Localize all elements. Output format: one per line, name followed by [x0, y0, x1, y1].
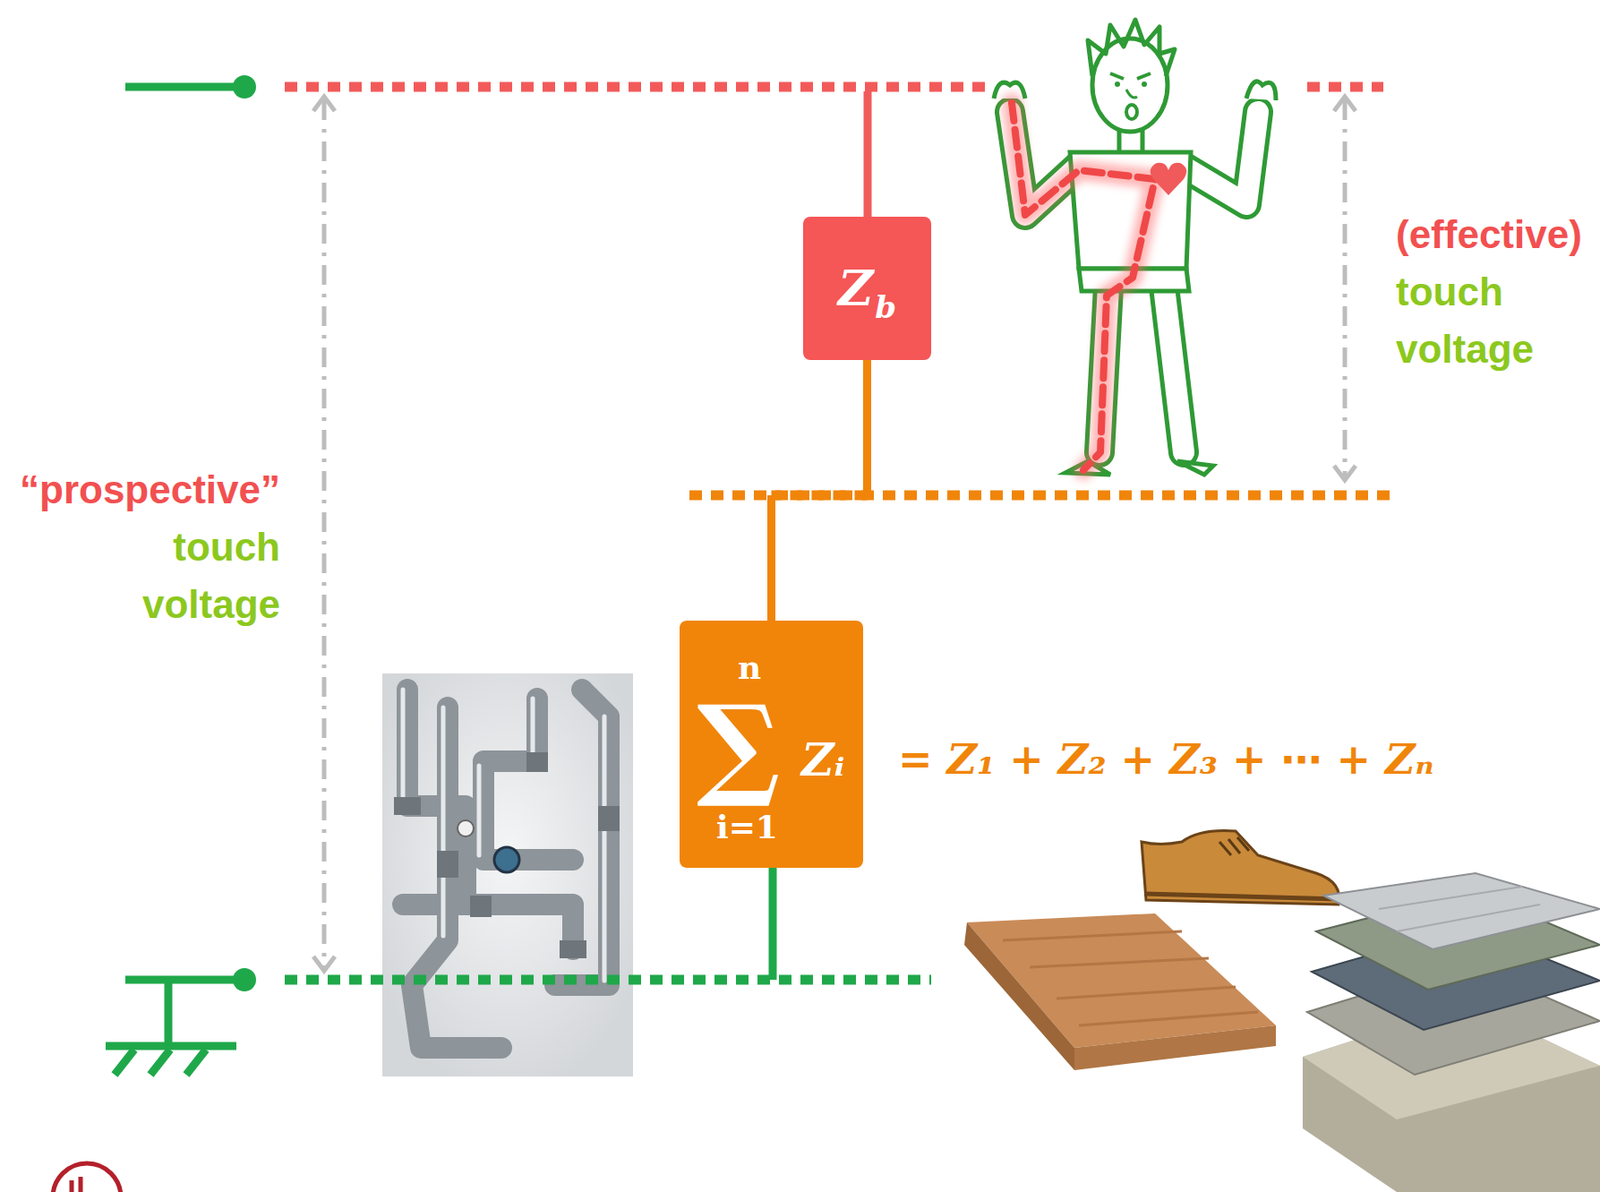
floor-layers-picture	[1302, 872, 1600, 1192]
sum-formula-text: ∑	[696, 690, 780, 802]
logo-mark	[52, 1163, 121, 1192]
sum-formula-text: n	[737, 650, 762, 684]
wiring	[125, 75, 1397, 992]
subscript-text: b	[874, 289, 897, 326]
wood-board-picture	[1002, 931, 1258, 1026]
connector-segment	[767, 495, 776, 621]
pipes-picture	[441, 707, 446, 936]
floor-layers-picture	[1378, 886, 1541, 932]
person-figure	[1126, 104, 1138, 120]
pipes-picture	[382, 673, 634, 1077]
pipes-picture	[477, 765, 482, 856]
shoe-picture	[1219, 837, 1250, 856]
person-figure	[1087, 19, 1175, 77]
person-figure	[1011, 102, 1156, 471]
shoe-picture	[1141, 830, 1340, 906]
voltage-arrow	[1334, 465, 1356, 480]
pipes-picture	[598, 805, 620, 831]
ground-symbol	[164, 979, 173, 1046]
wiring	[689, 490, 1397, 501]
person-figure	[1246, 81, 1276, 101]
voltage-arrow	[313, 96, 1356, 971]
wood-board-picture	[964, 913, 1276, 1070]
person-figure	[1150, 162, 1187, 196]
person-figure	[1126, 89, 1138, 98]
pipes-picture	[602, 716, 608, 981]
pipes-picture	[393, 796, 421, 815]
wood-board-picture	[964, 922, 1075, 1070]
wiring	[284, 82, 994, 93]
voltage-arrow	[1334, 96, 1356, 112]
sum-formula-text: Zᵢ	[801, 737, 845, 783]
pipes-picture	[457, 820, 474, 837]
pipes-picture	[401, 689, 406, 802]
pipes-picture	[436, 850, 459, 878]
ground-symbol	[105, 1042, 237, 1051]
ground-symbol	[114, 1049, 135, 1075]
pipes-picture	[530, 698, 536, 757]
voltage-kind-label: (effective)	[1395, 205, 1583, 264]
wiring	[125, 83, 245, 92]
connector	[771, 359, 868, 621]
person-figure	[1163, 286, 1184, 453]
wood-board-picture	[1074, 1025, 1276, 1070]
pipes-picture	[470, 895, 492, 917]
wiring	[232, 967, 257, 992]
wiring	[769, 867, 778, 980]
pipes-picture	[526, 752, 548, 772]
pipes-picture	[382, 673, 634, 1077]
person-figure	[1141, 81, 1147, 87]
wiring	[232, 75, 257, 99]
voltage-arrow	[313, 96, 335, 112]
impedance-box: Zb	[803, 216, 932, 360]
logo-mark	[52, 1163, 121, 1192]
voltage-arrow	[322, 100, 327, 967]
person-figure	[1181, 111, 1258, 205]
shoe-picture	[1144, 893, 1340, 899]
connector-segment	[863, 359, 872, 496]
pipes-picture	[494, 847, 520, 873]
voltage-kind-label: “prospective”	[19, 461, 281, 519]
box-label: Zb	[838, 259, 897, 317]
pipes-picture	[555, 689, 609, 985]
symbol-text: Z	[838, 259, 873, 317]
floor-layers-picture	[1323, 872, 1600, 950]
voltage-arrow	[313, 956, 335, 971]
connector-segment	[771, 490, 868, 501]
logo-mark	[71, 1176, 81, 1192]
person-figure	[1163, 286, 1184, 453]
label-group: “prospective”touch voltage	[19, 461, 281, 634]
label-group: (effective)touch voltage	[1395, 205, 1583, 378]
person-figure	[1114, 81, 1121, 87]
pipes-picture	[402, 689, 605, 981]
pipes-picture	[483, 698, 574, 860]
ground-symbol	[186, 1049, 206, 1075]
voltage-label: touch voltage	[123, 518, 281, 634]
person-figure	[1011, 102, 1156, 471]
wiring	[864, 91, 873, 217]
wiring	[1307, 82, 1384, 93]
shoe-picture	[1141, 830, 1340, 906]
pipes-picture	[393, 752, 620, 959]
ground-symbol	[105, 979, 237, 1075]
person-figure	[1110, 73, 1151, 79]
person-figure	[1181, 111, 1258, 205]
wiring	[284, 975, 932, 985]
wiring	[125, 975, 245, 984]
pipes-picture	[402, 689, 609, 1048]
ground-symbol	[150, 1049, 171, 1075]
person-figure	[993, 19, 1276, 475]
sum-formula-text: i=1	[716, 810, 779, 843]
pipes-picture	[559, 940, 587, 959]
sum-expansion: = Z₁ + Z₂ + Z₃ + ⋯ + Zₙ	[898, 735, 1435, 785]
voltage-label: touch voltage	[1395, 263, 1553, 378]
voltage-arrow	[1343, 100, 1348, 477]
sum-impedance-box: n ∑ Zᵢ i=1	[679, 620, 864, 868]
